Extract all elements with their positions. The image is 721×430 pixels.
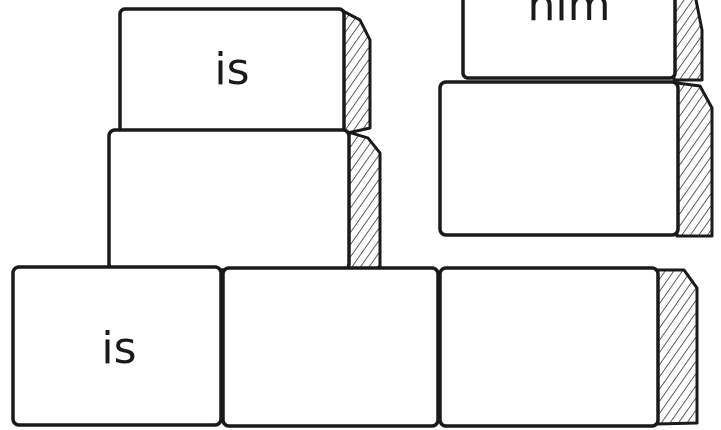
block-word: him — [528, 0, 611, 31]
block-shaded-side — [343, 11, 370, 134]
block-word: is — [214, 44, 249, 95]
block-word: is — [101, 323, 136, 374]
word-block — [109, 130, 380, 270]
block-face — [440, 82, 678, 235]
block-face — [440, 268, 658, 426]
block-face — [109, 130, 349, 270]
word-block: is — [13, 267, 221, 425]
block-face — [223, 268, 438, 426]
block-shaded-side — [677, 83, 712, 236]
word-block: is — [120, 9, 370, 134]
block-shaded-side — [674, 0, 702, 80]
block-shaded-side — [348, 132, 380, 268]
word-block — [440, 268, 697, 426]
block-shaded-side — [657, 270, 697, 424]
word-block: him — [463, 0, 702, 80]
word-block — [440, 82, 712, 236]
word-block — [223, 268, 438, 426]
